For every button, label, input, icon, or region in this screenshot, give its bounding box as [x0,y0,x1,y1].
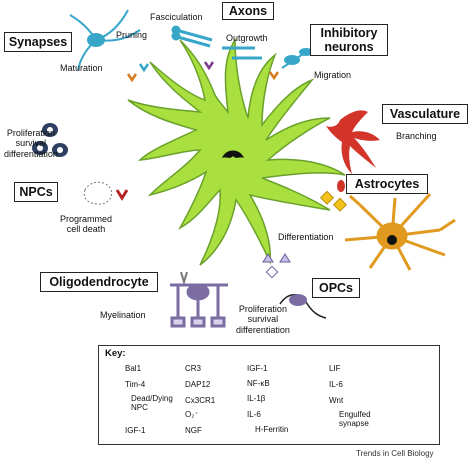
vasculature-box: Vasculature [382,104,468,124]
axons-label: Axons [228,3,268,18]
programmed-death-label: Programmed cell death [60,214,113,235]
oligodendrocyte-box: Oligodendrocyte [40,272,158,292]
opcs-label: OPCs [318,280,354,295]
key-hferritin: H-Ferritin [255,425,289,434]
key-ngf: NGF [185,426,202,435]
key-igf1-b: IGF-1 [247,364,268,373]
axons-box: Axons [222,2,274,20]
key-dap12: DAP12 [185,380,211,389]
key-legend: Key: Bal1 Tim-4 Dead/Dying NPC IGF-1 CR3… [98,345,440,445]
vasculature-vessel [326,110,380,174]
key-cr3: CR3 [185,364,202,373]
myelination-label: Myelination [100,310,146,320]
outgrowth-label: Outgrowth [226,33,268,43]
key-bai1: Bal1 [125,364,142,373]
synapses-label: Synapses [8,34,68,49]
key-lif: LIF [329,364,341,373]
key-il1b: IL-1β [247,394,266,403]
key-nfkb: NF-κB [247,379,270,388]
astrocyte-cell [344,192,456,271]
inhibitory-neurons-migration [281,45,319,69]
neuron-synapses [69,9,141,71]
vasculature-label: Vasculature [389,106,461,121]
key-wnt: Wnt [329,396,344,405]
npcs-box: NPCs [14,182,58,202]
npc-process-label: Proliferation survival differentiation [4,128,58,159]
maturation-label: Maturation [60,63,103,73]
opcs-box: OPCs [312,278,360,298]
credit-text: Trends in Cell Biology [356,449,434,458]
inhibitory-neurons-label: Inhibitory neurons [320,25,378,54]
pruning-label: Pruning [116,30,148,40]
oligodendrocyte-label: Oligodendrocyte [49,274,149,289]
fasciculation-label: Fasciculation [150,12,203,22]
key-title: Key: [105,348,126,359]
differentiation-label: Differentiation [278,232,334,242]
astrocytes-box: Astrocytes [346,174,428,194]
opc-process-label: Proliferation survival differentiation [236,304,290,335]
key-tim4: Tim-4 [125,380,146,389]
key-cx3cr1: Cx3CR1 [185,396,216,405]
axon-fasciculation [171,25,213,48]
npcs-label: NPCs [19,184,53,199]
key-igf1-a: IGF-1 [125,426,146,435]
microglia-cell [127,37,346,266]
key-dead-npc: Dead/Dying NPC [131,394,173,412]
axon-outgrowth [222,46,262,60]
inhibitory-neurons-box: Inhibitory neurons [310,24,388,56]
astrocyte-signals [319,180,348,212]
astrocytes-label: Astrocytes [354,176,420,191]
branching-label: Branching [396,131,437,141]
key-il6-a: IL-6 [247,410,261,419]
key-o2: O₂⁻ [185,410,199,419]
synapses-box: Synapses [4,32,72,52]
key-engulfed: Engulfed synapse [339,410,371,428]
oligodendrocyte-cell [170,283,228,328]
migration-label: Migration [314,70,352,80]
npc-cells [32,123,113,205]
opc-cells [262,253,327,319]
key-il6-b: IL-6 [329,380,343,389]
receptor-symbols [115,61,280,286]
